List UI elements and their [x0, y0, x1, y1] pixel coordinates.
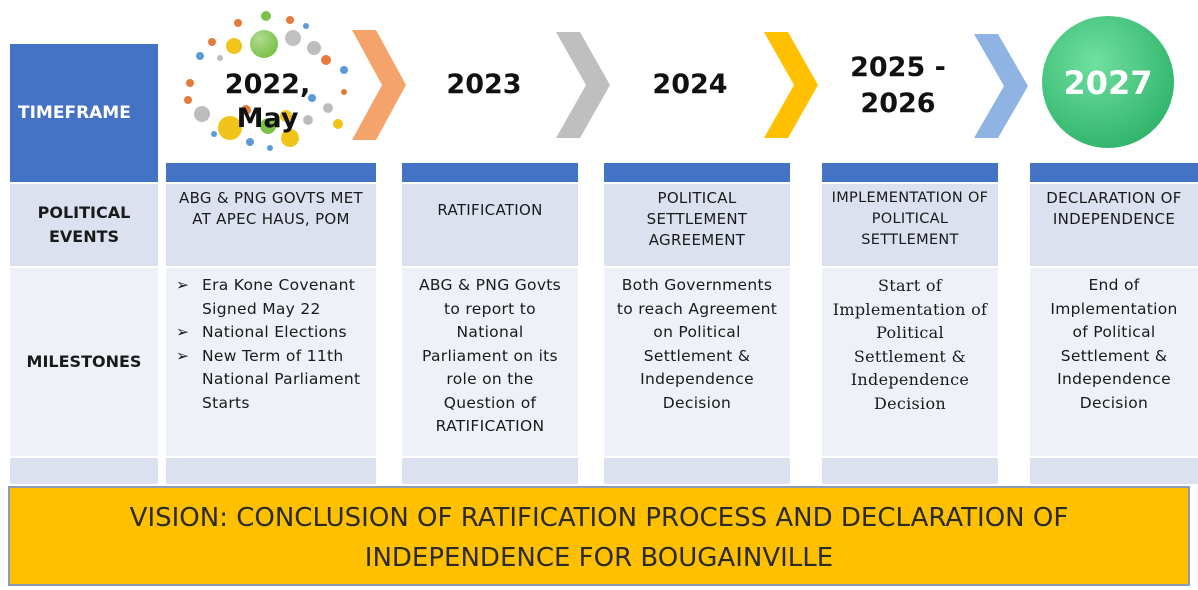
vision-text: VISION: CONCLUSION OF RATIFICATION PROCE… [129, 503, 1069, 573]
political-event-cell: ABG & PNG GOVTS MET AT APEC HAUS, POM [166, 184, 376, 266]
milestone-cell: ➢Era Kone Covenant Signed May 22 ➢Nation… [166, 268, 376, 456]
list-item: ➢New Term of 11th National Parliament St… [176, 346, 361, 412]
year-2025-2026: 2025 - 2026 [850, 52, 946, 119]
column-header-bar [402, 163, 578, 182]
row-footer [1030, 458, 1198, 484]
political-event-cell: DECLARATION OF INDEPENDENCE [1030, 184, 1198, 266]
column-header-bar [166, 163, 376, 182]
political-event-cell: RATIFICATION [402, 184, 578, 266]
timeframe-label: TIMEFRAME [10, 44, 158, 182]
milestone-cell: End of Implementation of Political Settl… [1030, 268, 1198, 456]
column-header-bar [604, 163, 790, 182]
chevron-right-icon [974, 34, 1028, 138]
milestones-label: MILESTONES [10, 268, 158, 456]
year-2023: 2023 [446, 69, 522, 100]
political-event-cell: IMPLEMENTATION OF POLITICAL SETTLEMENT [822, 184, 998, 266]
year-2022: 2022, May [224, 69, 311, 134]
year-2027: 2027 [1063, 64, 1153, 102]
column-header-bar [822, 163, 998, 182]
chevron-right-icon [764, 32, 818, 138]
year-2024: 2024 [652, 69, 728, 100]
political-events-label: POLITICAL EVENTS [10, 184, 158, 266]
list-item: ➢Era Kone Covenant Signed May 22 [176, 276, 356, 318]
row-footer [402, 458, 578, 484]
column-header-bar [1030, 163, 1198, 182]
milestone-list: ➢Era Kone Covenant Signed May 22 ➢Nation… [166, 274, 376, 415]
chevron-right-icon [556, 32, 610, 138]
row-footer [604, 458, 790, 484]
milestone-cell: Start of Implementation of Political Set… [822, 268, 998, 456]
colored-dots-decoration [184, 11, 348, 151]
arrow-bullet-icon: ➢ [176, 346, 190, 365]
year-circle [1042, 16, 1174, 148]
vision-banner: VISION: CONCLUSION OF RATIFICATION PROCE… [8, 486, 1190, 586]
arrow-bullet-icon: ➢ [176, 323, 190, 341]
arrow-bullet-icon: ➢ [176, 276, 190, 294]
row-footer [822, 458, 998, 484]
list-item: ➢National Elections [176, 321, 376, 345]
milestone-cell: Both Governments to reach Agreement on P… [604, 268, 790, 456]
chevron-right-icon [352, 30, 406, 140]
row-footer [10, 458, 158, 484]
row-footer [166, 458, 376, 484]
milestone-cell: ABG & PNG Govts to report to National Pa… [402, 268, 578, 456]
political-event-cell: POLITICAL SETTLEMENT AGREEMENT [604, 184, 790, 266]
